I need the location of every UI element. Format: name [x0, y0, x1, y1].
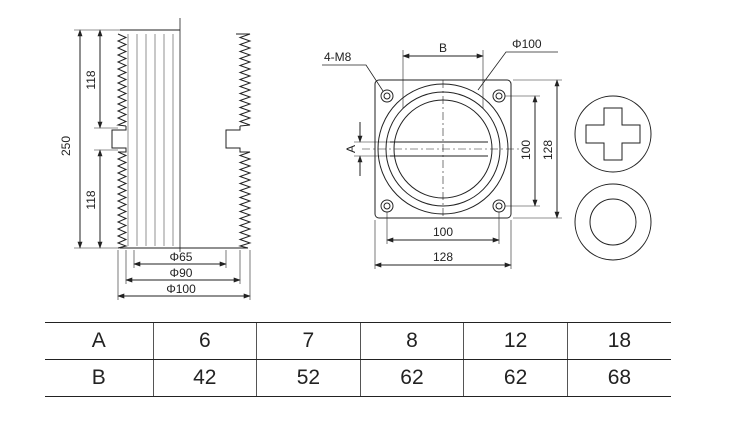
leader-4m8 [322, 64, 384, 92]
row-label: A [45, 322, 153, 360]
table-cell: 18 [566, 322, 671, 360]
row-label: B [45, 359, 153, 397]
bolt-hole [492, 199, 506, 213]
label-phi100: Φ100 [166, 282, 196, 296]
table-cell: 7 [256, 322, 361, 360]
label-128-v: 128 [541, 140, 555, 160]
label-4m8: 4-M8 [324, 50, 352, 64]
label-118-bottom: 118 [84, 190, 98, 209]
table-cell: 62 [359, 359, 464, 397]
label-a: A [344, 145, 358, 153]
shed-inner-lines [120, 29, 248, 246]
left-shed-profile [111, 33, 128, 249]
table-cell: 52 [256, 359, 361, 397]
top-view [322, 50, 562, 269]
label-100-v: 100 [519, 140, 533, 160]
side-view [74, 18, 252, 300]
bolt-hole [380, 199, 394, 213]
table-cell: 8 [359, 322, 464, 360]
label-100-h: 100 [433, 225, 453, 239]
bolt-hole [492, 89, 506, 103]
table-cell: 62 [463, 359, 568, 397]
bolt-holes [380, 89, 506, 213]
table-cell: 42 [152, 359, 257, 397]
leader-phi100 [477, 51, 558, 91]
bolt-hole [380, 89, 394, 103]
ring-symbol-icon [574, 183, 652, 261]
table-row-a: A 6 7 8 12 18 [45, 322, 671, 360]
label-118-top: 118 [84, 70, 98, 89]
table-cell: 6 [152, 322, 257, 360]
label-phi90: Φ90 [170, 266, 193, 280]
table-cell: 12 [463, 322, 568, 360]
label-b: B [439, 41, 447, 55]
label-phi100-top: Φ100 [512, 37, 542, 51]
label-250: 250 [59, 136, 73, 156]
cross-symbol-icon [574, 95, 652, 173]
dimension-table: A 6 7 8 12 18 B 42 52 62 62 68 [45, 322, 671, 397]
table-cell: 68 [566, 359, 671, 397]
table-row-b: B 42 52 62 62 68 [45, 359, 671, 397]
label-phi65: Φ65 [170, 250, 193, 264]
label-128-h: 128 [433, 250, 453, 264]
right-shed-profile [225, 33, 252, 249]
